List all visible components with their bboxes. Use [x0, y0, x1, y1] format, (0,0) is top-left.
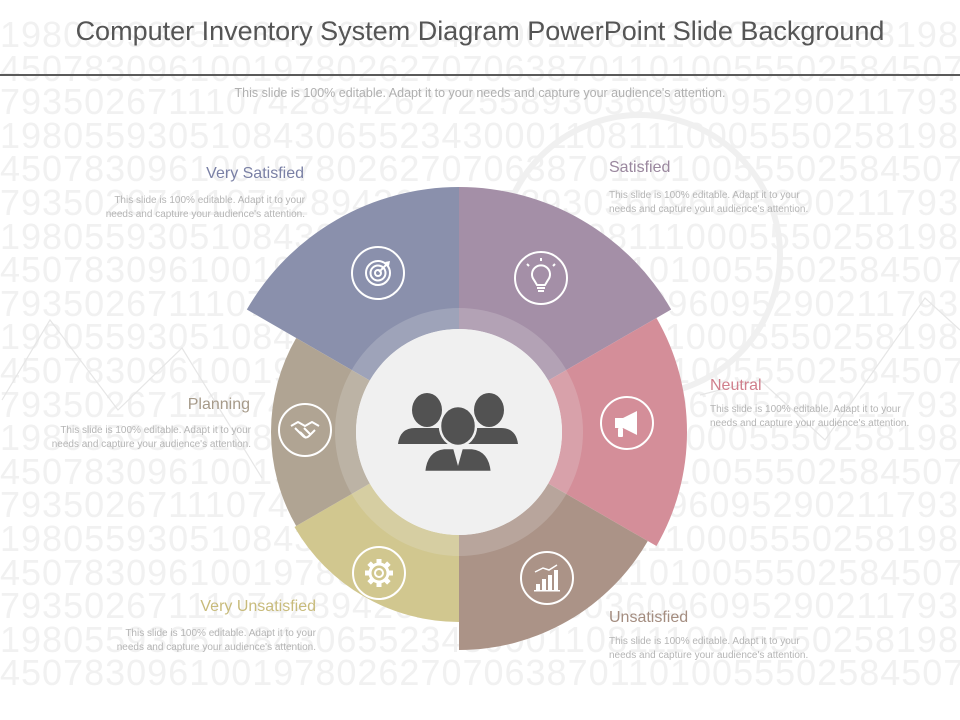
- segment-neutral: [548, 318, 687, 546]
- label-very-unsatisfied: Very Unsatisfied: [200, 598, 316, 615]
- team-icon: [398, 393, 518, 474]
- desc-unsatisfied: This slide is 100% editable. Adapt it to…: [609, 636, 809, 661]
- label-very-satisfied: Very Satisfied: [206, 165, 304, 182]
- segment-planning: [271, 338, 370, 526]
- page-title: Computer Inventory System Diagram PowerP…: [75, 16, 885, 46]
- segment-satisfied: [459, 187, 672, 381]
- label-satisfied: Satisfied: [609, 159, 671, 176]
- handshake-icon: [278, 403, 332, 457]
- desc-neutral: This slide is 100% editable. Adapt it to…: [710, 404, 910, 429]
- desc-satisfied: This slide is 100% editable. Adapt it to…: [609, 190, 809, 215]
- segment-very-satisfied: [246, 187, 459, 381]
- page-subtitle: This slide is 100% editable. Adapt it to…: [234, 86, 726, 100]
- gear-icon: [352, 546, 406, 600]
- target-icon: [351, 246, 405, 300]
- segment-icons: [278, 246, 654, 605]
- label-planning: Planning: [187, 396, 250, 413]
- desc-planning: This slide is 100% editable. Adapt it to…: [51, 425, 251, 450]
- segment-ring: [246, 187, 687, 650]
- label-neutral: Neutral: [710, 377, 762, 394]
- bar-chart-icon: [520, 551, 574, 605]
- desc-very-satisfied: This slide is 100% editable. Adapt it to…: [105, 195, 305, 220]
- lightbulb-icon: [514, 251, 568, 305]
- desc-very-unsatisfied: This slide is 100% editable. Adapt it to…: [116, 628, 316, 653]
- title-divider: [0, 74, 960, 76]
- label-unsatisfied: Unsatisfied: [609, 609, 689, 626]
- segment-very-unsatisfied: [294, 483, 459, 622]
- megaphone-icon: [600, 396, 654, 450]
